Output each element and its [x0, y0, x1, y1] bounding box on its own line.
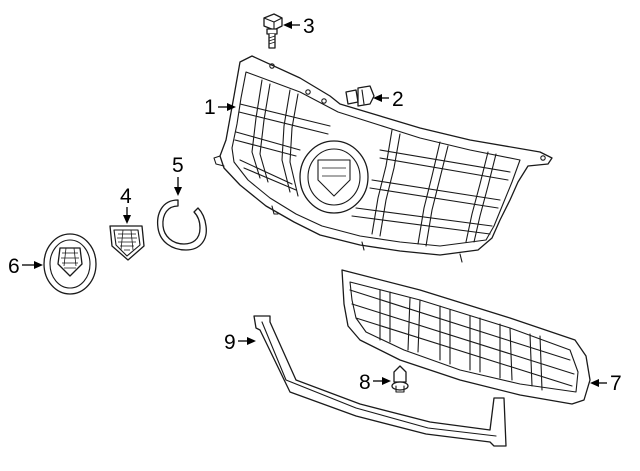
callout-5: 5: [172, 154, 184, 196]
callout-7: 7: [590, 372, 622, 395]
molding-9-drawing: [253, 315, 507, 447]
lower-grille-drawing: [341, 269, 591, 405]
callout-label-1: 1: [204, 96, 216, 119]
callout-label-4: 4: [120, 185, 132, 208]
callout-6: 6: [8, 255, 43, 278]
callout-label-7: 7: [610, 372, 622, 395]
callout-label-5: 5: [172, 154, 184, 177]
bolt-3-drawing: [263, 13, 283, 49]
callout-9: 9: [224, 331, 256, 354]
callout-1: 1: [204, 96, 236, 119]
callout-label-6: 6: [8, 255, 20, 278]
clip-8-drawing: [391, 365, 409, 393]
bolt-2-drawing: [345, 85, 375, 107]
emblem-6-drawing: [43, 233, 97, 295]
ring-5-drawing: [156, 199, 207, 251]
callout-2: 2: [373, 88, 404, 111]
callout-label-8: 8: [359, 371, 371, 394]
emblem-4-drawing: [109, 225, 145, 261]
callout-label-3: 3: [303, 15, 315, 38]
callout-8: 8: [359, 371, 391, 394]
callout-label-2: 2: [392, 88, 404, 111]
callout-3: 3: [283, 15, 315, 38]
callout-4: 4: [120, 185, 132, 224]
callout-label-9: 9: [224, 331, 236, 354]
upper-grille-drawing: [213, 55, 553, 263]
